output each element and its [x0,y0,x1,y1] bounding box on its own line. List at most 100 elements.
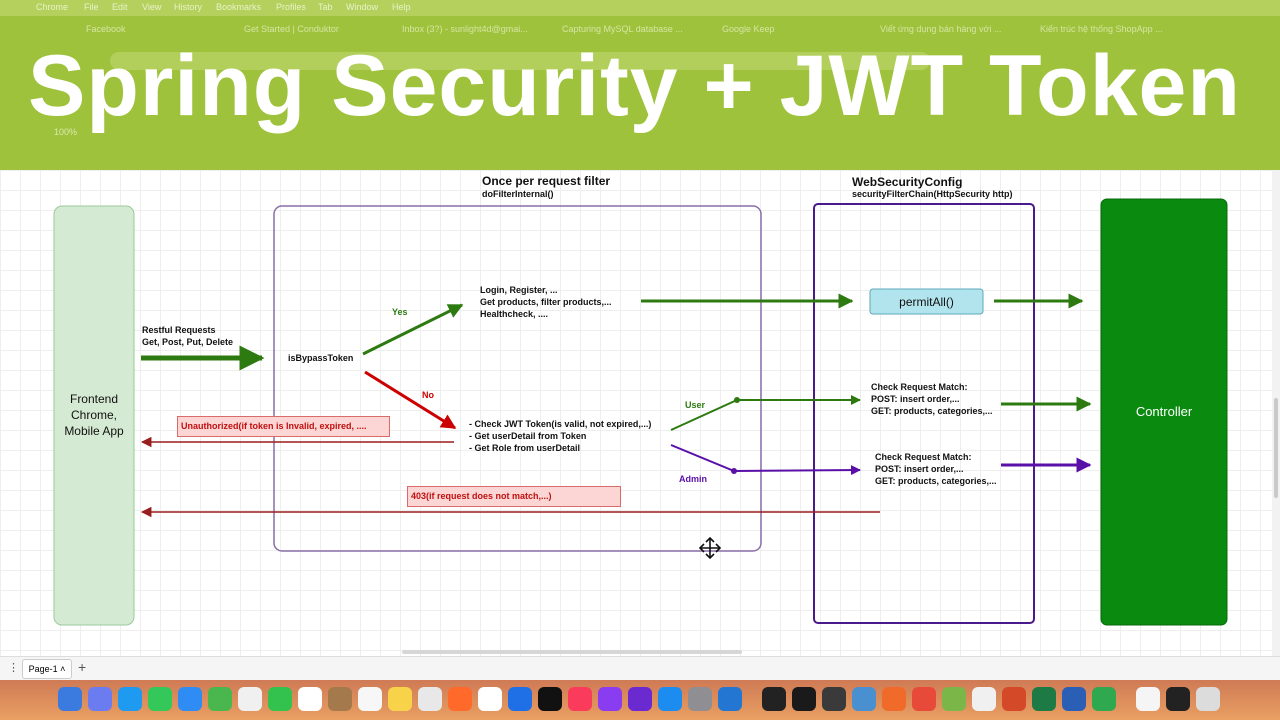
sublime-icon[interactable] [822,687,846,711]
browser-tab[interactable]: Get Started | Conduktor [244,24,339,34]
bypass-token-label: isBypassToken [288,353,354,363]
controller-box[interactable] [1100,198,1228,626]
yes-label: Yes [392,307,408,317]
admin-branch-point [731,468,737,474]
zalo-icon[interactable] [508,687,532,711]
address-bar[interactable] [110,52,930,70]
controller-label: Controller [1135,404,1193,419]
screen-icon[interactable] [1166,687,1190,711]
browser-tab[interactable]: Viết ứng dụng bán hàng với ... [880,24,1002,34]
podcasts-icon[interactable] [598,687,622,711]
user-label: User [685,400,706,410]
browser-tab[interactable]: Google Keep [722,24,775,34]
menu-item[interactable]: Bookmarks [216,2,262,12]
settings-icon[interactable] [688,687,712,711]
diagram-canvas[interactable] [0,170,1272,656]
browser-tab[interactable]: Facebook [86,24,126,34]
app-icon[interactable] [972,687,996,711]
page-bar [0,656,1280,681]
contacts-icon[interactable] [328,687,352,711]
jwt-step: - Check JWT Token(is valid, not expired,… [469,419,652,429]
terminal-icon[interactable] [762,687,786,711]
menu-item[interactable]: Tab [318,2,333,12]
finder-icon[interactable] [58,687,82,711]
mysql-workbench-icon[interactable] [852,687,876,711]
filter-title: Once per request filter [482,174,611,188]
menu-item[interactable]: Edit [112,2,128,12]
app-icon[interactable] [628,687,652,711]
banner-title: Spring Security + JWT Token [28,38,1241,134]
frontend-label: Frontend Chrome, Mobile App [54,391,134,439]
frontend-line: Chrome, [70,408,117,422]
bypass-list-line: Healthcheck, .... [480,309,549,319]
git-icon[interactable] [912,687,936,711]
config-box[interactable] [813,203,1035,624]
user-match-line: Check Request Match: [871,382,968,392]
safari-icon[interactable] [118,687,142,711]
page-tab[interactable]: Page-1 ˄ [22,659,72,679]
freeform-icon[interactable] [478,687,502,711]
app-icon[interactable] [882,687,906,711]
yes-arrow[interactable] [362,303,464,356]
chrome-icon[interactable] [418,687,442,711]
permit-all-label: permitAll() [899,295,954,309]
restful-label-line: Restful Requests [142,325,216,335]
permit-all-box[interactable] [869,288,984,315]
add-page-button[interactable]: + [78,659,87,675]
zoom-level[interactable]: 100% [54,127,78,137]
menu-item[interactable]: View [142,2,162,12]
facetime-icon[interactable] [268,687,292,711]
music-icon[interactable] [568,687,592,711]
admin-branch-arrow[interactable] [670,444,861,476]
menu-item[interactable]: Chrome [36,2,69,12]
more-icon[interactable]: ⋮ [8,662,19,674]
frontend-line: Mobile App [64,424,124,438]
horizontal-scrollbar[interactable] [402,650,742,654]
jwt-step: - Get userDetail from Token [469,431,587,441]
browser-tab[interactable]: Capturing MySQL database ... [562,24,683,34]
browser-tab[interactable]: Kiến trúc hệ thống ShopApp ... [1040,24,1163,34]
reminders-icon[interactable] [358,687,382,711]
vscode-icon[interactable] [718,687,742,711]
user-match-line: GET: products, categories,... [871,406,993,416]
maps-icon[interactable] [208,687,232,711]
user-match-line: POST: insert order,... [871,394,960,404]
launchpad-icon[interactable] [88,687,112,711]
restful-label-line: Get, Post, Put, Delete [142,337,234,347]
unauthorized-box[interactable]: Unauthorized(if token is Invalid, expire… [177,416,390,437]
documents-icon[interactable] [1136,687,1160,711]
forbidden-box[interactable]: 403(if request does not match,...) [407,486,621,507]
menu-item[interactable]: History [174,2,203,12]
word-icon[interactable] [1062,687,1086,711]
vim-icon[interactable] [942,687,966,711]
frontend-box[interactable] [53,205,135,626]
excel-icon[interactable] [1032,687,1056,711]
diagram-svg [53,198,1228,626]
messages-icon[interactable] [148,687,172,711]
photos-icon[interactable] [238,687,262,711]
banner-background [0,0,1280,170]
mac-menubar: Chrome File Edit View History Bookmarks … [0,0,1280,16]
menu-item[interactable]: Profiles [276,2,307,12]
calendar-icon[interactable] [298,687,322,711]
mail-icon[interactable] [178,687,202,711]
scroll-thumb[interactable] [1274,398,1278,498]
admin-match-line: Check Request Match: [875,452,972,462]
app-icon[interactable] [1092,687,1116,711]
bypass-list-line: Get products, filter products,... [480,297,612,307]
menu-item[interactable]: File [84,2,99,12]
menu-item[interactable]: Help [392,2,411,12]
apple-tv-icon[interactable] [538,687,562,711]
jwt-step: - Get Role from userDetail [469,443,581,453]
filter-box[interactable] [273,205,762,552]
intellij-icon[interactable] [792,687,816,711]
config-title: WebSecurityConfig [852,175,963,189]
browser-tab[interactable]: Inbox (3?) - sunlight4d@gmai... [402,24,528,34]
no-arrow[interactable] [364,370,457,430]
powerpoint-icon[interactable] [1002,687,1026,711]
app-store-icon[interactable] [658,687,682,711]
firefox-icon[interactable] [448,687,472,711]
trash-icon[interactable] [1196,687,1220,711]
menu-item[interactable]: Window [346,2,379,12]
notes-icon[interactable] [388,687,412,711]
